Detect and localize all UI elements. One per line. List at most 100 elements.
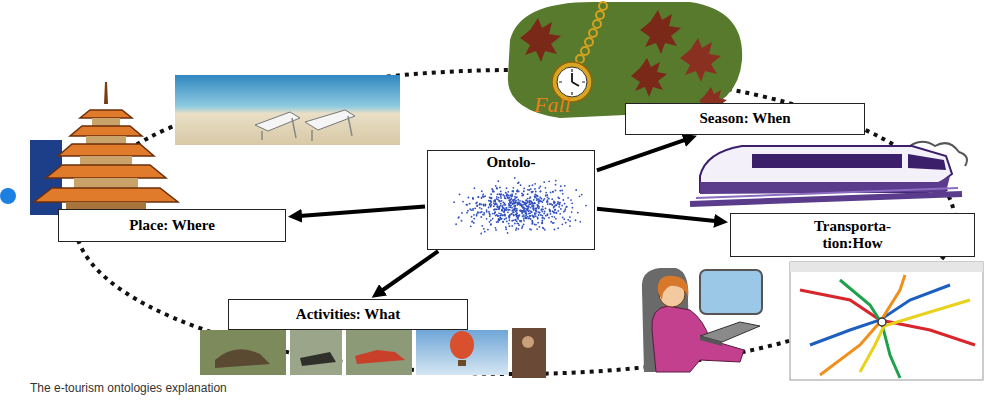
cloud-dot [539, 212, 541, 214]
cloud-dot [508, 204, 510, 206]
cloud-dot [544, 229, 546, 231]
cloud-dot [498, 197, 500, 199]
cloud-dot [480, 204, 482, 206]
cloud-dot [504, 215, 506, 217]
cloud-dot [512, 199, 514, 201]
cloud-dot [529, 215, 531, 217]
cloud-dot [516, 220, 518, 222]
illustration-part [512, 328, 546, 378]
cloud-dot [534, 183, 536, 185]
node-label: Transporta- tion:How [797, 218, 909, 253]
cloud-dot [453, 202, 455, 204]
cloud-dot [545, 215, 547, 217]
cloud-dot [562, 193, 564, 195]
cloud-dot [528, 210, 530, 212]
cloud-dot [527, 216, 529, 218]
cloud-dot [495, 203, 497, 205]
cloud-dot [462, 201, 464, 203]
illustration-part [640, 10, 681, 54]
cloud-dot [512, 212, 514, 214]
cloud-dot [521, 227, 523, 229]
cloud-dot [517, 182, 519, 184]
cloud-dot [508, 206, 510, 208]
cloud-dot [528, 206, 530, 208]
cloud-dot [537, 206, 539, 208]
cloud-dot [503, 215, 505, 217]
cloud-dot [527, 200, 529, 202]
cloud-dot [535, 195, 537, 197]
cloud-dot [504, 209, 506, 211]
train-picture [690, 142, 967, 204]
cloud-dot [484, 231, 486, 233]
cloud-dot [555, 204, 557, 206]
cloud-dot [467, 210, 469, 212]
cloud-dot [550, 192, 552, 194]
cloud-dot [567, 219, 569, 221]
cloud-dot [531, 205, 533, 207]
illustration-part [800, 290, 975, 345]
illustration-part [908, 154, 946, 170]
illustration-part [346, 330, 412, 375]
cloud-dot [483, 212, 485, 214]
metro-map [790, 262, 983, 380]
illustration-part [522, 336, 534, 348]
illustration-part [290, 330, 342, 375]
cloud-dot [530, 229, 532, 231]
cloud-dot [554, 212, 556, 214]
cloud-dot [557, 210, 559, 212]
cloud-dot [542, 209, 544, 211]
cloud-dot [575, 189, 577, 191]
cloud-dot [502, 202, 504, 204]
cloud-dot [556, 213, 558, 215]
cloud-dot [516, 223, 518, 225]
cloud-dot [551, 216, 553, 218]
cloud-dot [495, 229, 497, 231]
cloud-dot [476, 215, 478, 217]
illustration-part [262, 118, 296, 140]
illustration-part [840, 280, 900, 378]
cloud-dot [504, 195, 506, 197]
cloud-dot [474, 208, 476, 210]
cloud-dot [561, 224, 563, 226]
cloud-dot [513, 209, 515, 211]
cloud-dot [557, 203, 559, 205]
cloud-dot [537, 222, 539, 224]
cloud-dot [533, 202, 535, 204]
cloud-dot [560, 208, 562, 210]
cloud-dot [557, 197, 559, 199]
illustration-part [92, 118, 120, 126]
arrow-connector [296, 206, 425, 216]
cloud-dot [516, 190, 518, 192]
cloud-dot [514, 177, 516, 179]
illustration-part [520, 18, 561, 62]
cloud-dot [550, 203, 552, 205]
cloud-dot [504, 209, 506, 211]
cloud-dot [517, 217, 519, 219]
cloud-dot [470, 226, 472, 228]
illustration-part [631, 58, 667, 97]
cloud-dot [509, 215, 511, 217]
cloud-dot [500, 191, 502, 193]
cloud-dot [506, 188, 508, 190]
cloud-dot [531, 202, 533, 204]
cloud-dot [496, 196, 498, 198]
cloud-dot [549, 209, 551, 211]
cloud-dot [510, 213, 512, 215]
cloud-dot [530, 211, 532, 213]
illustration-part [80, 156, 132, 165]
cloud-dot [534, 213, 536, 215]
cloud-dot [509, 197, 511, 199]
cloud-dot [562, 217, 564, 219]
cloud-dot [519, 203, 521, 205]
cloud-dot [501, 214, 503, 216]
cloud-dot [521, 211, 523, 213]
illustration-part [557, 67, 587, 97]
cloud-dot [541, 223, 543, 225]
cloud-dot [558, 198, 560, 200]
cloud-dot [554, 209, 556, 211]
cloud-dot [554, 229, 556, 231]
cloud-dot [564, 203, 566, 205]
cloud-dot [504, 219, 506, 221]
cloud-dot [504, 210, 506, 212]
cloud-dot [507, 195, 509, 197]
